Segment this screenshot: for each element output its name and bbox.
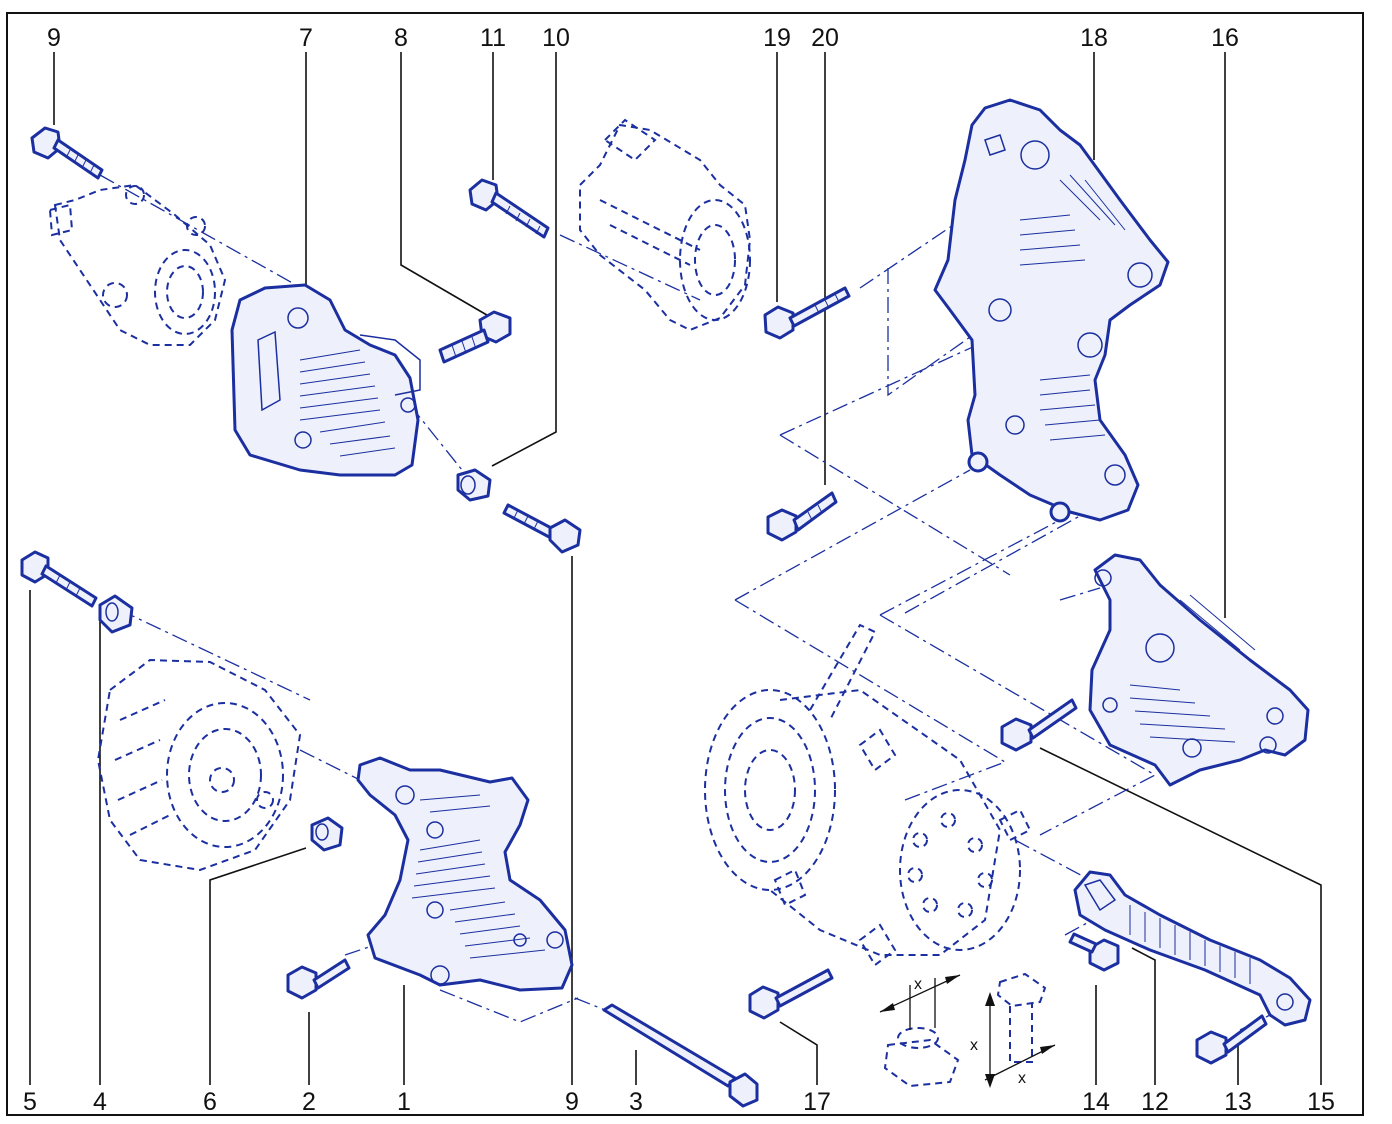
leader-lines [29,52,1322,1085]
dimension-marks: x x x [879,974,1056,1088]
bracket-16 [1088,553,1310,787]
stud-3 [602,1003,759,1108]
diagram-frame [6,12,1364,1116]
ac-compressor-ghost [704,623,1032,967]
callout-11: 11 [480,24,506,52]
callout-2: 2 [302,1088,316,1116]
bracket-1 [356,756,574,992]
callout-17: 17 [803,1088,831,1116]
alignment-lines [99,174,1291,1031]
dimension-label: x [1018,1070,1026,1087]
callout-9: 9 [565,1088,579,1116]
nut-6 [310,816,344,852]
bolt-13 [1195,1014,1268,1065]
starter-motor-ghost [579,118,752,332]
bushing-10 [456,468,492,502]
bracket-7 [230,283,421,477]
callout-14: 14 [1082,1088,1110,1116]
bolt-9-mid [502,503,582,554]
callout-1: 1 [397,1088,411,1116]
bolt-8 [438,310,512,364]
dimension-label: x [914,976,922,993]
bolt-5 [20,550,98,608]
strut-12 [1073,870,1312,1027]
reference-bolt-ghost [996,972,1047,1063]
callout-12: 12 [1141,1088,1169,1116]
bolt-14 [1068,932,1120,972]
callout-19: 19 [763,24,791,52]
callout-9: 9 [47,24,61,52]
callout-15: 15 [1307,1088,1335,1116]
bolt-9-top [30,126,104,180]
bolt-19 [763,286,851,340]
callout-3: 3 [629,1088,643,1116]
callout-20: 20 [811,24,839,52]
callout-8: 8 [394,24,408,52]
callout-4: 4 [93,1088,107,1116]
alternator-ghost [96,658,302,872]
bolt-20 [766,491,838,542]
callout-7: 7 [299,24,313,52]
dimension-label: x [970,1037,978,1054]
callout-13: 13 [1224,1088,1252,1116]
spacer-4 [98,594,134,634]
callout-6: 6 [203,1088,217,1116]
bolt-15 [1000,698,1078,752]
callout-16: 16 [1211,24,1239,52]
bolt-2 [286,958,351,1000]
reference-nut-ghost [883,1027,960,1088]
water-pump-ghost [48,183,227,346]
callout-5: 5 [23,1088,37,1116]
callout-18: 18 [1080,24,1108,52]
bolt-17 [748,968,834,1020]
callout-10: 10 [542,24,570,52]
bracket-18 [933,98,1170,523]
bolt-11 [468,178,550,239]
